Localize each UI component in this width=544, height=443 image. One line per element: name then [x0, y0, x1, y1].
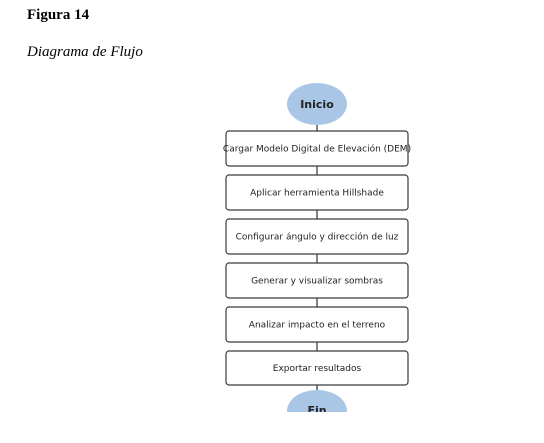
- step-box: [225, 130, 409, 167]
- step-label: Configurar ángulo y dirección de luz: [236, 232, 399, 243]
- step-6: Exportar resultados: [225, 350, 409, 386]
- step-3: Configurar ángulo y dirección de luz: [225, 218, 409, 255]
- step-5: Analizar impacto en el terreno: [225, 306, 409, 343]
- end-label: Fin: [307, 404, 326, 417]
- step-box: [225, 350, 409, 386]
- start-node: Inicio: [287, 83, 347, 125]
- step-box: [225, 174, 409, 211]
- end-ellipse: [287, 390, 347, 412]
- figure-title: Diagrama de Flujo: [27, 44, 143, 60]
- step-box: [225, 306, 409, 343]
- figure-number: Figura 14: [27, 7, 90, 23]
- step-label: Aplicar herramienta Hillshade: [250, 189, 384, 199]
- step-2: Aplicar herramienta Hillshade: [225, 174, 409, 211]
- step-4: Generar y visualizar sombras: [225, 262, 409, 299]
- end-node: Fin: [287, 390, 347, 417]
- step-label: Exportar resultados: [273, 364, 362, 374]
- start-ellipse: [287, 83, 347, 125]
- start-label: Inicio: [300, 98, 334, 111]
- step-label: Generar y visualizar sombras: [251, 277, 383, 287]
- step-label: Cargar Modelo Digital de Elevación (DEM): [223, 144, 411, 155]
- step-box: [225, 218, 409, 255]
- step-box: [225, 262, 409, 299]
- step-label: Analizar impacto en el terreno: [249, 321, 386, 331]
- step-1: Cargar Modelo Digital de Elevación (DEM): [223, 130, 411, 167]
